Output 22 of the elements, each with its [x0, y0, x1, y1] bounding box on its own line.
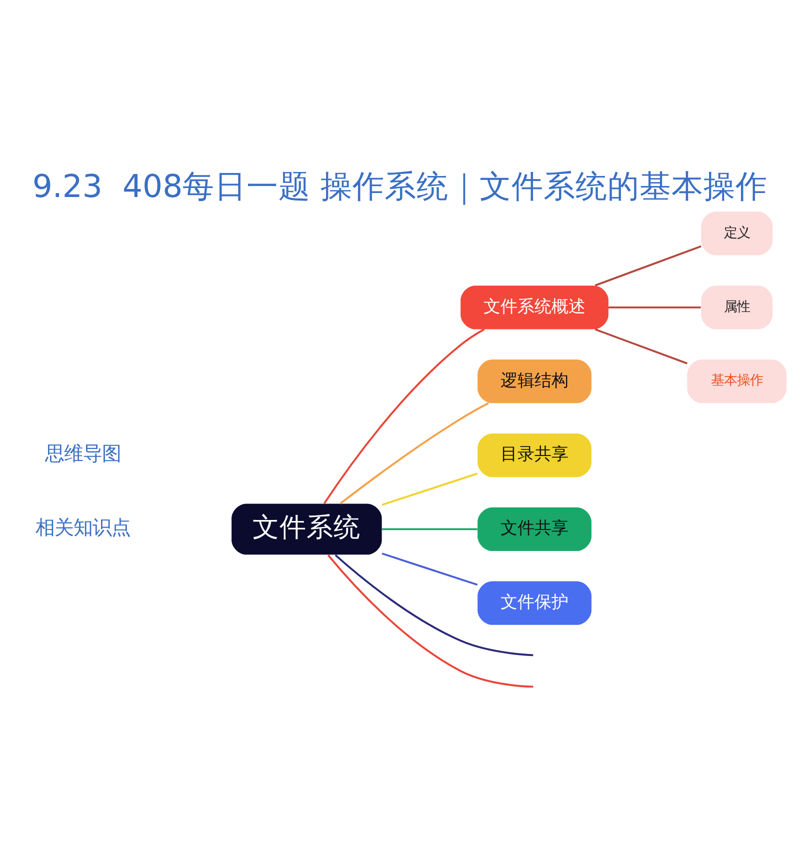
connector	[608, 306, 701, 308]
connector	[323, 328, 485, 504]
node-box: 文件共享	[478, 506, 592, 550]
diagram-title: 9.23 408每日一题 操作系统｜文件系统的基本操作	[32, 168, 768, 204]
connector	[327, 554, 534, 688]
connector	[340, 402, 489, 504]
connector	[382, 552, 478, 586]
node-box: 目录共享	[478, 432, 592, 477]
connector	[594, 244, 702, 286]
node-box: 文件保护	[478, 580, 592, 624]
node-box: 逻辑结构	[478, 359, 592, 403]
node-box: 属性	[701, 285, 773, 329]
node-box: 基本操作	[687, 359, 787, 403]
node-box: 文件系统	[232, 503, 382, 554]
connector	[382, 528, 478, 530]
connector	[594, 328, 688, 364]
node-box: 定义	[701, 211, 773, 255]
connector	[382, 472, 478, 506]
label: 思维导图	[45, 441, 122, 464]
connector	[334, 554, 534, 656]
node-box: 文件系统概述	[460, 285, 608, 329]
label: 相关知识点	[36, 515, 131, 538]
